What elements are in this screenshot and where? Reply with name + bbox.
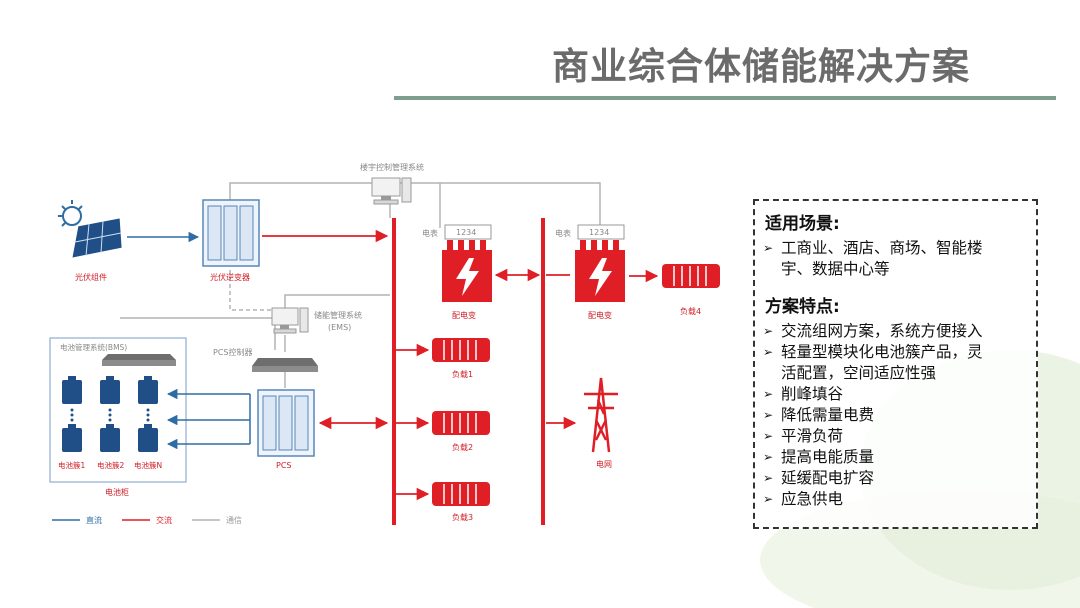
title-underline	[394, 96, 1056, 100]
communication-lines	[120, 182, 601, 388]
legend-ac: 交流	[156, 515, 172, 525]
pcs-controller-icon	[252, 358, 318, 372]
page-title: 商业综合体储能解决方案	[552, 45, 970, 88]
battery-dots	[70, 408, 150, 422]
feature-item: 延缓配电扩容	[763, 468, 1028, 489]
feature-item: 降低需量电费	[763, 405, 1028, 426]
solar-panel-icon	[58, 200, 123, 259]
battery-cluster-n-label: 电池簇N	[134, 460, 162, 470]
scenario-list: 工商业、酒店、商场、智能楼 宇、数据中心等	[763, 238, 1028, 280]
load-4-label: 负载4	[680, 306, 701, 316]
load-2-label: 负载2	[452, 442, 473, 452]
features-list: 交流组网方案，系统方便接入 轻量型模块化电池簇产品，灵 活配置，空间适应性强 削…	[763, 321, 1028, 510]
feature-item: 应急供电	[763, 489, 1028, 510]
feature-item: 提高电能质量	[763, 447, 1028, 468]
features-heading: 方案特点:	[765, 297, 840, 317]
pcs-label: PCS	[276, 461, 292, 470]
meter-2-label: 电表	[555, 228, 571, 238]
battery-cluster-icons	[62, 376, 158, 452]
scenario-item-continuation: 宇、数据中心等	[781, 260, 890, 278]
ems-abbr-label: (EMS)	[328, 323, 351, 332]
battery-cluster-1-label: 电池簇1	[58, 460, 85, 470]
feature-item: 轻量型模块化电池簇产品，灵	[763, 342, 1028, 363]
ems-computer-icon	[271, 307, 309, 334]
legend-dc: 直流	[86, 515, 102, 525]
battery-cabinet-frame	[49, 337, 187, 483]
legend-comm: 通信	[226, 515, 242, 525]
legend: 直流 交流 通信	[52, 515, 242, 525]
load-3-label: 负载3	[452, 512, 473, 522]
transformer-2-icon	[575, 240, 625, 302]
scenario-heading: 适用场景:	[765, 214, 840, 234]
building-control-label: 楼宇控制管理系统	[360, 162, 424, 172]
grid-label: 电网	[596, 459, 612, 469]
solution-info-panel: 适用场景: 工商业、酒店、商场、智能楼 宇、数据中心等 方案特点: 交流组网方案…	[753, 199, 1038, 529]
transformer-2-label: 配电变	[588, 310, 612, 320]
pcs-cabinet-icon	[257, 389, 315, 457]
pv-inverter-label: 光伏逆变器	[210, 272, 250, 282]
pv-module-label: 光伏组件	[75, 272, 107, 282]
meter-1-label: 电表	[422, 228, 438, 238]
meter-1-value: 1234	[456, 228, 476, 237]
bms-label: 电池管理系统(BMS)	[60, 342, 127, 352]
pv-inverter-icon	[202, 199, 260, 267]
transformer-1-label: 配电变	[452, 310, 476, 320]
battery-cabinet-label: 电池柜	[105, 487, 129, 497]
ems-label: 储能管理系统	[314, 310, 362, 320]
load-icons	[432, 338, 490, 506]
building-control-computer-icon	[371, 177, 412, 205]
feature-item-continuation: 活配置，空间适应性强	[781, 364, 937, 382]
feature-item: 平滑负荷	[763, 426, 1028, 447]
pcs-controller-label: PCS控制器	[213, 347, 253, 357]
scenario-item: 工商业、酒店、商场、智能楼	[763, 238, 1028, 259]
feature-item: 交流组网方案，系统方便接入	[763, 321, 1028, 342]
battery-cluster-2-label: 电池簇2	[97, 460, 124, 470]
grid-tower-icon	[584, 377, 618, 453]
transformer-1-icon	[442, 240, 492, 302]
load-1-label: 负载1	[452, 369, 473, 379]
meter-2-value: 1234	[589, 228, 609, 237]
bms-device-icon	[102, 354, 176, 366]
feature-item: 削峰填谷	[763, 384, 1028, 405]
load-4-icon	[662, 264, 720, 288]
